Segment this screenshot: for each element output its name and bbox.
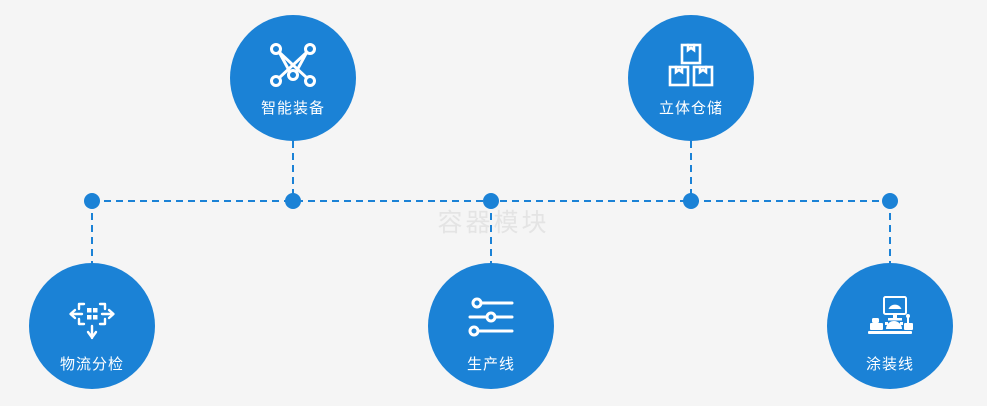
junction-dot-logistics[interactable]	[84, 193, 100, 209]
sliders-icon	[467, 293, 515, 341]
node-production-line[interactable]: 生产线	[428, 263, 554, 389]
node-label-logistics-sorting: 物流分检	[59, 355, 124, 373]
network-nodes-icon	[269, 41, 317, 89]
sorting-arrows-icon	[68, 293, 116, 341]
node-label-painting-line: 涂装线	[865, 355, 914, 373]
node-label-production-line: 生产线	[466, 355, 515, 373]
node-label-warehouse: 立体仓储	[658, 99, 723, 117]
junction-dot-warehouse[interactable]	[683, 193, 699, 209]
paint-machine-icon	[866, 293, 914, 341]
junction-dot-painting-line[interactable]	[882, 193, 898, 209]
stacked-boxes-icon	[667, 41, 715, 89]
junction-dot-production-line[interactable]	[483, 193, 499, 209]
junction-dot-smart-equipment[interactable]	[285, 193, 301, 209]
node-painting-line[interactable]: 涂装线	[827, 263, 953, 389]
node-warehouse[interactable]: 立体仓储	[628, 15, 754, 141]
node-label-smart-equipment: 智能装备	[260, 99, 325, 117]
node-smart-equipment[interactable]: 智能装备	[230, 15, 356, 141]
node-logistics-sorting[interactable]: 物流分检	[29, 263, 155, 389]
